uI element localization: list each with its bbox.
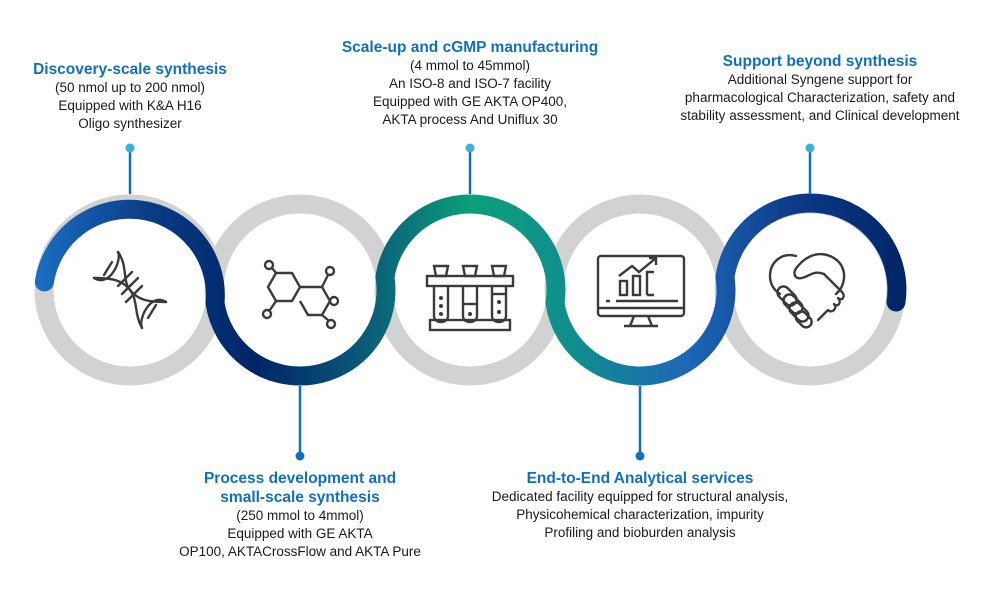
- stage-scale-up-label: Scale-up and cGMP manufacturing (4 mmol …: [335, 38, 605, 129]
- connector-dot-process-development: [295, 451, 305, 461]
- connector-dot-support: [805, 143, 815, 153]
- stage-detail: stability assessment, and Clinical devel…: [680, 108, 960, 123]
- stage-detail: pharmacological Characterization, safety…: [684, 90, 956, 105]
- stage-detail: (50 nmol up to 200 nmol): [54, 80, 206, 95]
- stage-detail: (250 mmol to 4mmol): [236, 508, 364, 523]
- stage-title: Discovery-scale synthesis: [33, 61, 227, 78]
- stage-title: Scale-up and cGMP manufacturing: [341, 39, 599, 56]
- handshake-heart-icon: [768, 252, 846, 329]
- stage-title: Process development and: [203, 470, 397, 487]
- stage-title: End-to-End Analytical services: [526, 470, 754, 487]
- stage-detail: (4 mmol to 45mmol): [409, 58, 531, 73]
- stage-detail: Equipped with GE AKTA: [227, 526, 373, 541]
- connectors: [125, 143, 815, 461]
- connector-dot-discovery: [125, 143, 135, 153]
- stage-detail: An ISO-8 and ISO-7 facility: [388, 76, 552, 91]
- icons: [92, 250, 846, 332]
- dna-icon: [92, 250, 168, 330]
- stage-detail: Oligo synthesizer: [78, 116, 182, 131]
- monitor-chart-icon: [596, 254, 686, 328]
- gradient-flow-path: [34, 193, 907, 386]
- stage-detail: Additional Syngene support for: [727, 72, 913, 87]
- stage-discovery-label: Discovery-scale synthesis (50 nmol up to…: [10, 60, 250, 133]
- connector-dot-scale-up: [465, 143, 475, 153]
- stage-detail: Profiling and bioburden analysis: [544, 525, 736, 540]
- stage-detail: Equipped with K&A H16: [58, 98, 202, 113]
- connector-dot-analytical: [635, 451, 645, 461]
- stage-title: Support beyond synthesis: [722, 53, 918, 70]
- stage-analytical-label: End-to-End Analytical services Dedicated…: [460, 469, 820, 542]
- test-tubes-icon: [425, 264, 515, 332]
- stage-detail: Dedicated facility equipped for structur…: [491, 489, 789, 504]
- stage-title: small-scale synthesis: [220, 489, 380, 506]
- stage-detail: OP100, AKTACrossFlow and AKTA Pure: [179, 544, 421, 559]
- stage-process-development-label: Process development and small-scale synt…: [165, 469, 435, 561]
- stage-support-label: Support beyond synthesis Additional Syng…: [660, 52, 980, 125]
- stage-detail: AKTA process And Uniflux 30: [382, 112, 558, 127]
- stage-detail: Physicohemical characterization, impurit…: [516, 507, 764, 522]
- molecule-icon: [261, 259, 340, 330]
- stage-detail: Equipped with GE AKTA OP400,: [372, 94, 568, 109]
